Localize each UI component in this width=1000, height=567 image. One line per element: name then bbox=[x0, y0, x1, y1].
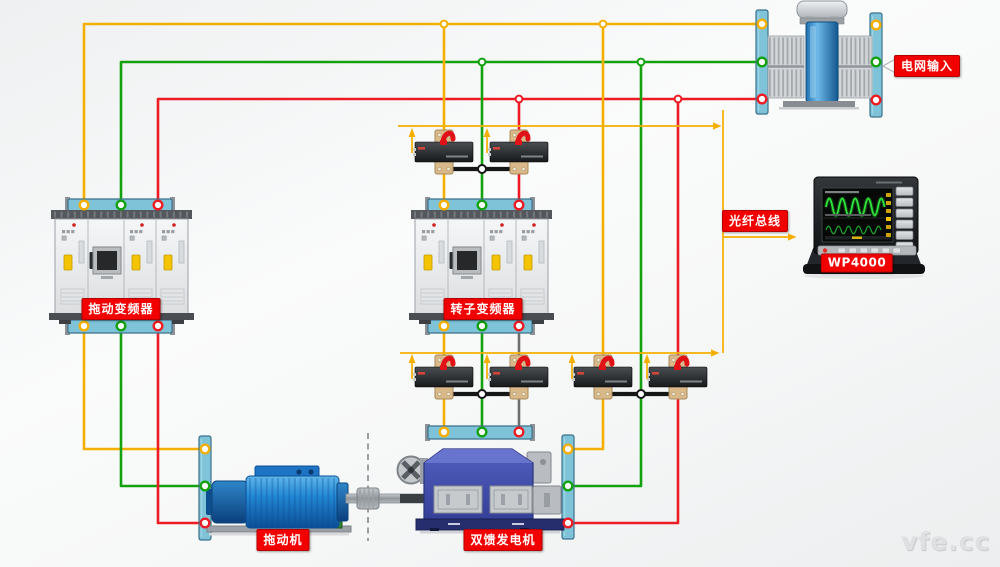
analyzer-label: WP4000 bbox=[820, 253, 894, 273]
motor-body bbox=[245, 475, 340, 529]
grid-input-label: 电网输入 bbox=[893, 55, 961, 77]
fiber-bus-label: 光纤总线 bbox=[721, 210, 789, 232]
wp4000-analyzer bbox=[803, 176, 925, 279]
drive-inverter-label: 拖动变频器 bbox=[81, 298, 161, 320]
transformer-top-tank bbox=[796, 0, 848, 19]
grid-transformer bbox=[767, 0, 873, 110]
shaft-coupling bbox=[345, 487, 425, 510]
generator-label: 双馈发电机 bbox=[463, 529, 543, 551]
drive-motor bbox=[206, 465, 352, 536]
drive-motor-label: 拖动机 bbox=[256, 529, 310, 551]
three-phase-wiring bbox=[82, 19, 764, 525]
site-watermark: vfe.cc bbox=[901, 527, 991, 556]
dfig-generator bbox=[396, 448, 565, 534]
rotor-inverter-label: 转子变频器 bbox=[443, 298, 523, 320]
